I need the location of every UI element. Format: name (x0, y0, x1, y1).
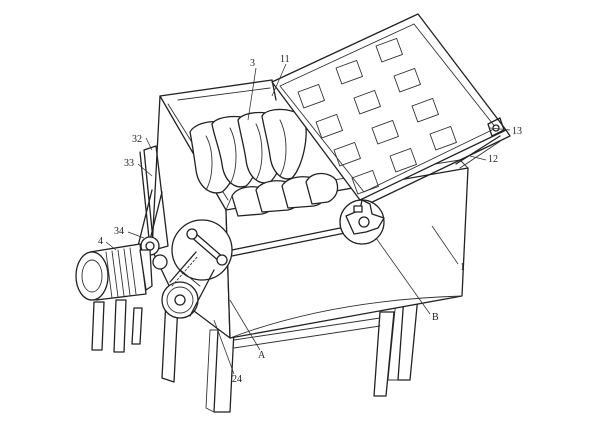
leader-lines (105, 63, 511, 375)
label-32: 32 (132, 134, 142, 145)
motor (75, 243, 153, 301)
drive-shaft (221, 199, 385, 259)
crushing-rollers (189, 108, 339, 217)
label-4: 4 (98, 236, 103, 247)
label-12: 12 (488, 154, 498, 165)
label-B: B (432, 312, 439, 323)
label-A: A (258, 350, 266, 361)
label-33: 33 (124, 158, 134, 169)
label-13: 13 (512, 126, 522, 137)
labels: 3 11 13 12 1 32 33 34 4 B A 24 (98, 54, 522, 385)
label-11: 11 (280, 54, 290, 65)
chain-drive (161, 251, 215, 319)
label-24: 24 (232, 374, 242, 385)
label-1: 1 (460, 262, 465, 273)
detail-a (171, 219, 233, 287)
motor-stand (91, 299, 143, 353)
label-34: 34 (114, 226, 124, 237)
label-3: 3 (250, 58, 255, 69)
